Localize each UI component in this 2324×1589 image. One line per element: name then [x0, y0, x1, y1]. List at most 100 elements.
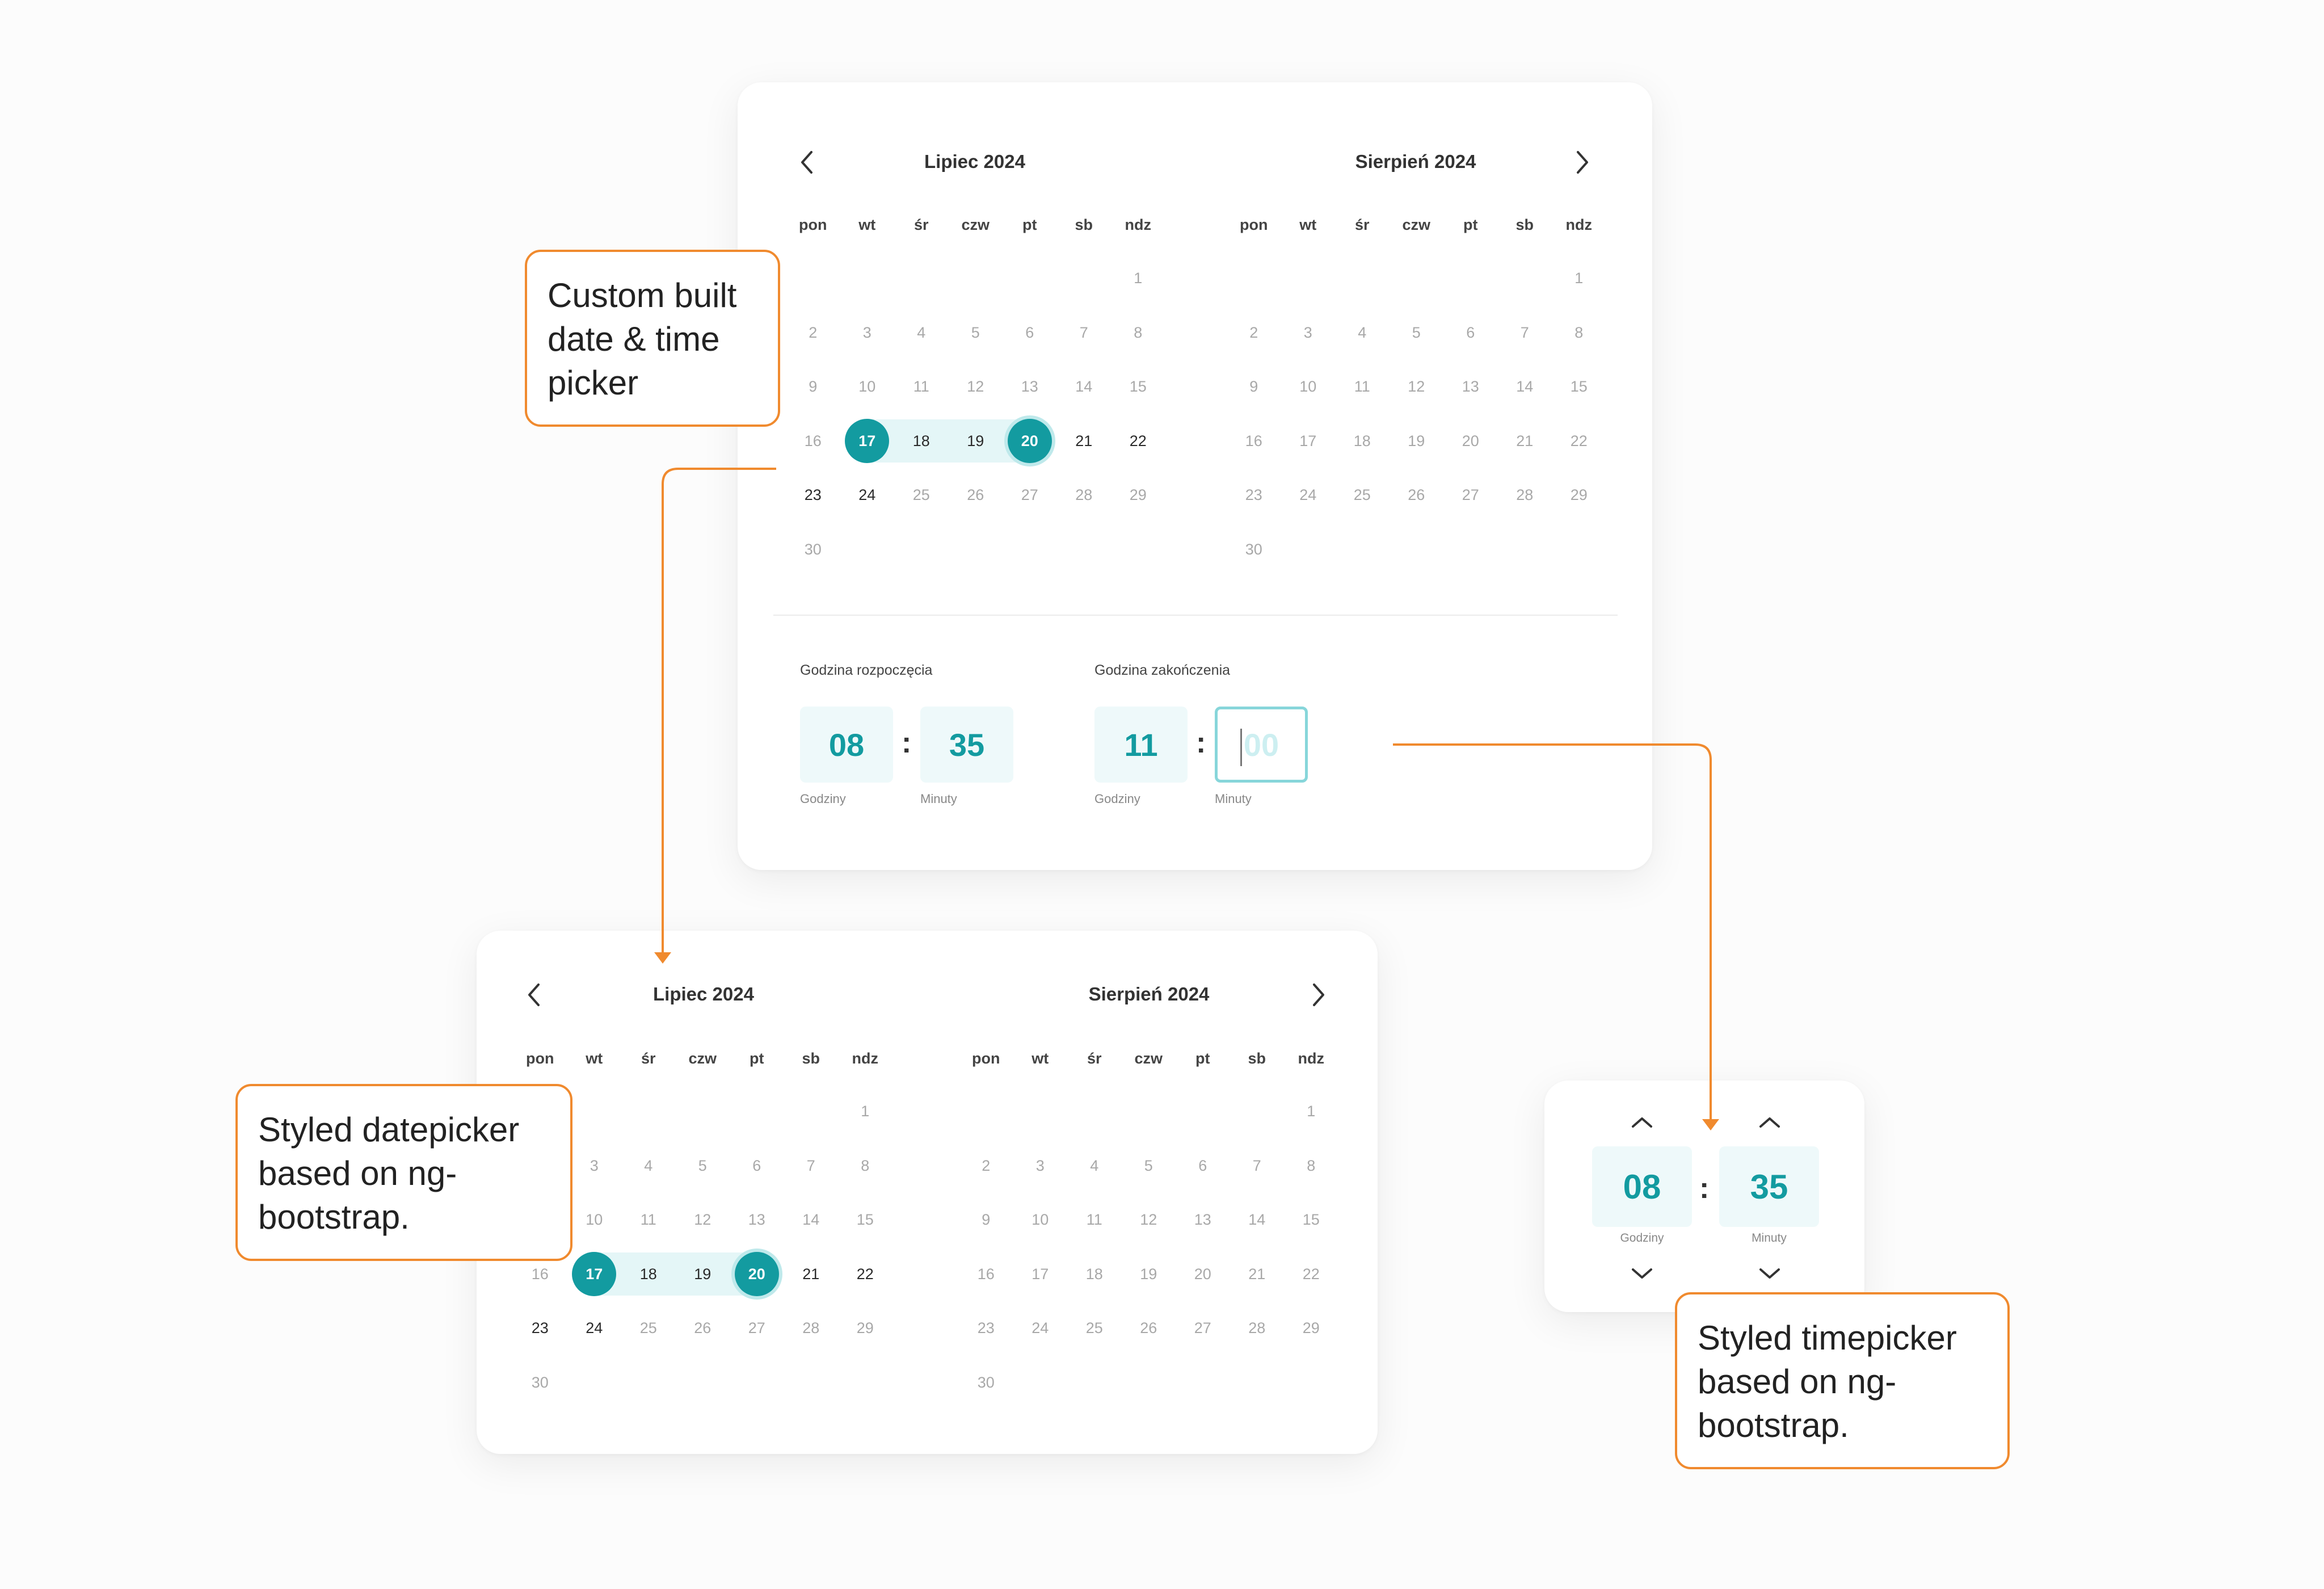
calendar-day[interactable]: 21 [1230, 1247, 1285, 1302]
calendar-day[interactable]: 15 [1284, 1193, 1338, 1247]
calendar-day[interactable]: 7 [784, 1139, 839, 1193]
calendar-day[interactable]: 11 [1067, 1193, 1122, 1247]
calendar-day-range-start[interactable]: 17 [840, 414, 895, 469]
calendar-day[interactable]: 6 [1176, 1139, 1230, 1193]
calendar-day[interactable]: 19 [676, 1247, 730, 1302]
calendar-day[interactable]: 30 [959, 1356, 1013, 1410]
end-hours-input[interactable]: 11 [1094, 707, 1188, 783]
calendar-day[interactable]: 13 [1443, 360, 1498, 414]
calendar-day[interactable]: 11 [1335, 360, 1390, 414]
calendar-day[interactable]: 28 [1498, 468, 1552, 523]
calendar-day[interactable]: 6 [730, 1139, 784, 1193]
calendar-day[interactable]: 29 [1111, 468, 1165, 523]
calendar-day[interactable]: 8 [1552, 306, 1606, 360]
calendar-day[interactable]: 4 [1067, 1139, 1122, 1193]
calendar-day[interactable]: 23 [786, 468, 840, 523]
calendar-day[interactable]: 10 [1013, 1193, 1068, 1247]
calendar-day[interactable]: 14 [1230, 1193, 1285, 1247]
calendar-day[interactable]: 26 [676, 1301, 730, 1356]
calendar-day[interactable]: 5 [949, 306, 1003, 360]
calendar-day[interactable]: 8 [838, 1139, 892, 1193]
calendar-day[interactable]: 27 [1003, 468, 1057, 523]
start-hours-input[interactable]: 08 [800, 707, 893, 783]
calendar-day[interactable]: 30 [1227, 523, 1281, 577]
calendar-day[interactable]: 11 [621, 1193, 676, 1247]
calendar-day[interactable]: 24 [1281, 468, 1336, 523]
calendar-day[interactable]: 17 [1013, 1247, 1068, 1302]
calendar-day[interactable]: 24 [567, 1301, 622, 1356]
calendar-day[interactable]: 19 [1122, 1247, 1176, 1302]
calendar-day[interactable]: 27 [1443, 468, 1498, 523]
calendar-day[interactable]: 2 [959, 1139, 1013, 1193]
calendar-day[interactable]: 1 [1111, 251, 1165, 306]
calendar-day[interactable]: 19 [1390, 414, 1444, 469]
calendar-day[interactable]: 7 [1498, 306, 1552, 360]
calendar-day[interactable]: 27 [1176, 1301, 1230, 1356]
calendar-day[interactable]: 21 [1498, 414, 1552, 469]
calendar-day[interactable]: 2 [1227, 306, 1281, 360]
calendar-day[interactable]: 5 [1390, 306, 1444, 360]
calendar-day[interactable]: 17 [1281, 414, 1336, 469]
calendar-day[interactable]: 30 [513, 1356, 567, 1410]
calendar-day[interactable]: 10 [840, 360, 895, 414]
calendar-day[interactable]: 16 [786, 414, 840, 469]
calendar-day[interactable]: 18 [1067, 1247, 1122, 1302]
hours-input[interactable]: 08 [1592, 1146, 1692, 1227]
calendar-day-range-start[interactable]: 17 [567, 1247, 622, 1302]
calendar-day[interactable]: 5 [1122, 1139, 1176, 1193]
calendar-day[interactable]: 6 [1003, 306, 1057, 360]
calendar-day[interactable]: 1 [838, 1084, 892, 1139]
calendar-day[interactable]: 25 [1335, 468, 1390, 523]
calendar-day[interactable]: 16 [1227, 414, 1281, 469]
calendar-day[interactable]: 1 [1284, 1084, 1338, 1139]
calendar-day[interactable]: 23 [1227, 468, 1281, 523]
calendar-day[interactable]: 28 [1057, 468, 1112, 523]
calendar-day[interactable]: 19 [949, 414, 1003, 469]
calendar-day[interactable]: 21 [1057, 414, 1112, 469]
calendar-day[interactable]: 25 [1067, 1301, 1122, 1356]
calendar-day[interactable]: 28 [784, 1301, 839, 1356]
calendar-day[interactable]: 3 [1281, 306, 1336, 360]
calendar-day[interactable]: 16 [959, 1247, 1013, 1302]
calendar-day[interactable]: 9 [959, 1193, 1013, 1247]
calendar-day[interactable]: 12 [1122, 1193, 1176, 1247]
hours-decrement-button[interactable] [1626, 1263, 1658, 1284]
calendar-day[interactable]: 22 [1284, 1247, 1338, 1302]
minutes-increment-button[interactable] [1754, 1112, 1786, 1133]
calendar-day[interactable]: 12 [1390, 360, 1444, 414]
calendar-day[interactable]: 13 [1003, 360, 1057, 414]
calendar-day[interactable]: 26 [949, 468, 1003, 523]
calendar-day[interactable]: 1 [1552, 251, 1606, 306]
calendar-day[interactable]: 4 [894, 306, 949, 360]
calendar-day[interactable]: 14 [784, 1193, 839, 1247]
calendar-day[interactable]: 9 [786, 360, 840, 414]
prev-month-button[interactable] [788, 142, 827, 182]
calendar-day[interactable]: 4 [621, 1139, 676, 1193]
calendar-day[interactable]: 13 [730, 1193, 784, 1247]
calendar-day[interactable]: 12 [949, 360, 1003, 414]
calendar-day[interactable]: 29 [1284, 1301, 1338, 1356]
calendar-day-range-end[interactable]: 20 [1003, 414, 1057, 469]
calendar-day[interactable]: 25 [621, 1301, 676, 1356]
calendar-day[interactable]: 30 [786, 523, 840, 577]
calendar-day[interactable]: 10 [1281, 360, 1336, 414]
calendar-day[interactable]: 23 [513, 1301, 567, 1356]
hours-increment-button[interactable] [1626, 1112, 1658, 1133]
calendar-day[interactable]: 16 [513, 1247, 567, 1302]
calendar-day[interactable]: 3 [567, 1139, 622, 1193]
prev-month-button[interactable] [515, 975, 554, 1015]
calendar-day[interactable]: 14 [1057, 360, 1112, 414]
calendar-day[interactable]: 29 [1552, 468, 1606, 523]
calendar-day[interactable]: 15 [1552, 360, 1606, 414]
next-month-button[interactable] [1562, 142, 1602, 182]
calendar-day[interactable]: 24 [840, 468, 895, 523]
calendar-day[interactable]: 18 [894, 414, 949, 469]
calendar-day[interactable]: 5 [676, 1139, 730, 1193]
calendar-day[interactable]: 23 [959, 1301, 1013, 1356]
calendar-day[interactable]: 8 [1284, 1139, 1338, 1193]
calendar-day[interactable]: 28 [1230, 1301, 1285, 1356]
calendar-day[interactable]: 20 [1443, 414, 1498, 469]
calendar-day[interactable]: 27 [730, 1301, 784, 1356]
calendar-day[interactable]: 7 [1230, 1139, 1285, 1193]
start-minutes-input[interactable]: 35 [920, 707, 1013, 783]
